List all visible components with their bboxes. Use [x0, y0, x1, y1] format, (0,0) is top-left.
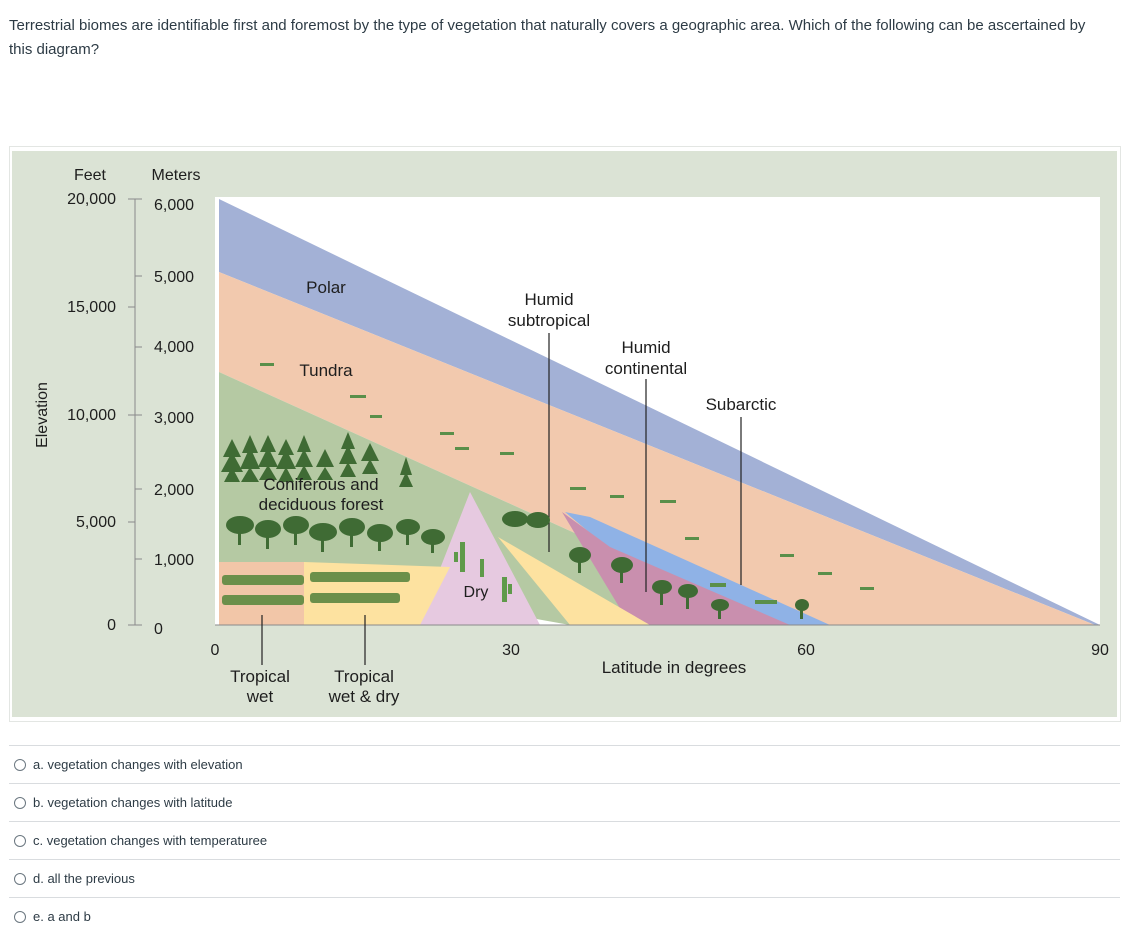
savanna-region — [498, 537, 650, 625]
option-c[interactable]: c. vegetation changes with temperaturee — [9, 821, 1120, 859]
x-tick: 60 — [797, 642, 815, 659]
humid-continental-region — [562, 512, 790, 625]
subarctic-region — [565, 512, 830, 625]
option-a[interactable]: a. vegetation changes with elevation — [9, 745, 1120, 783]
biome-diagram: Elevation Feet Meters 20,000 15,000 10,0… — [9, 146, 1121, 722]
leader-lines — [261, 333, 742, 665]
rainforest-trees — [222, 572, 410, 605]
meters-header: Meters — [152, 167, 201, 184]
feet-tick: 10,000 — [67, 407, 116, 424]
humid-subtropical-label-line1: Humid — [524, 290, 573, 309]
meter-tick: 6,000 — [154, 197, 194, 214]
tundra-label: Tundra — [299, 361, 353, 380]
humid-continental-label-line2: continental — [605, 359, 687, 378]
tropical-wet-label-line1: Tropical — [230, 667, 290, 686]
feet-header: Feet — [74, 167, 107, 184]
polar-band — [219, 199, 1100, 625]
dry-label: Dry — [464, 584, 489, 601]
tropical-wet-dry-label-line1: Tropical — [334, 667, 394, 686]
humid-subtropical-label-line2: subtropical — [508, 311, 590, 330]
meter-tick: 2,000 — [154, 482, 194, 499]
tropical-wet-label-line2: wet — [246, 687, 274, 706]
forest-label-line1: Coniferous and — [263, 475, 378, 494]
cactus-plants — [454, 542, 512, 602]
meter-tick: 0 — [154, 621, 163, 638]
answer-options: a. vegetation changes with elevation b. … — [9, 745, 1120, 935]
option-label: a. vegetation changes with elevation — [33, 757, 243, 772]
option-label: d. all the previous — [33, 871, 135, 886]
y-axis-title: Elevation — [34, 382, 51, 448]
option-label: b. vegetation changes with latitude — [33, 795, 233, 810]
forest-label-line2: deciduous forest — [259, 495, 384, 514]
feet-tick: 5,000 — [76, 514, 116, 531]
conifer-trees — [221, 432, 413, 487]
subarctic-label: Subarctic — [706, 395, 777, 414]
meter-tick: 3,000 — [154, 410, 194, 427]
radio-button[interactable] — [14, 796, 26, 809]
tropical-wet-dry-label-line2: wet & dry — [328, 687, 400, 706]
meter-tick: 4,000 — [154, 339, 194, 356]
radio-button[interactable] — [14, 758, 26, 771]
x-tick: 0 — [211, 642, 220, 659]
question-text: Terrestrial biomes are identifiable firs… — [9, 17, 1086, 58]
option-label: e. a and b — [33, 909, 91, 924]
meter-tick: 1,000 — [154, 552, 194, 569]
x-tick: 90 — [1091, 642, 1109, 659]
feet-tick: 0 — [107, 617, 116, 634]
option-b[interactable]: b. vegetation changes with latitude — [9, 783, 1120, 821]
broadleaf-trees — [226, 511, 809, 619]
x-tick: 30 — [502, 642, 520, 659]
radio-button[interactable] — [14, 872, 26, 885]
feet-tick: 20,000 — [67, 191, 116, 208]
radio-button[interactable] — [14, 834, 26, 847]
humid-continental-label-line1: Humid — [621, 338, 670, 357]
meter-tick: 5,000 — [154, 269, 194, 286]
scale-ticks — [128, 198, 142, 626]
feet-tick: 15,000 — [67, 299, 116, 316]
biome-diagram-svg: Elevation Feet Meters 20,000 15,000 10,0… — [12, 151, 1117, 717]
grass-tufts — [260, 363, 874, 604]
option-e[interactable]: e. a and b — [9, 897, 1120, 935]
tundra-band — [219, 272, 1095, 625]
option-label: c. vegetation changes with temperaturee — [33, 833, 268, 848]
tropical-wet-region — [219, 562, 304, 625]
option-d[interactable]: d. all the previous — [9, 859, 1120, 897]
polar-label: Polar — [306, 278, 346, 297]
radio-button[interactable] — [14, 910, 26, 923]
x-axis-title: Latitude in degrees — [602, 658, 747, 677]
